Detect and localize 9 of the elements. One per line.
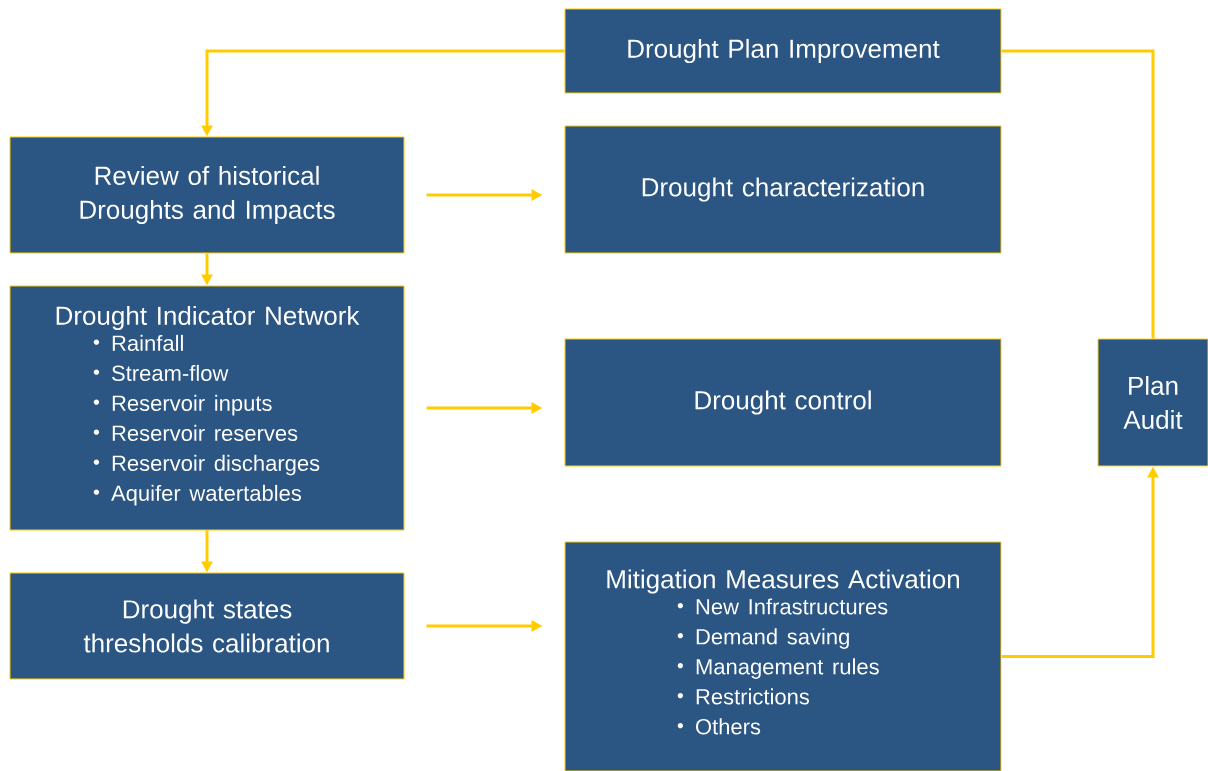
process-box: Review of historical Droughts and Impacts (9, 136, 405, 254)
process-box: Drought Indicator Network Rainfall Stream-flow Reservoir inputs Reservoir reserves Reservoir discharges Aquifer watertables (9, 285, 405, 531)
process-box: Drought states thresholds calibration (9, 572, 405, 680)
process-box: Drought Plan Improvement (564, 8, 1002, 94)
process-box: Drought control (564, 338, 1002, 467)
connector-line (1001, 49, 1155, 339)
process-box: Plan Audit (1097, 338, 1208, 467)
process-box: Drought characterization (564, 125, 1002, 254)
process-box: Mitigation Measures Activation New Infrastructures Demand saving Management rules Restrictions Others (564, 541, 1002, 771)
